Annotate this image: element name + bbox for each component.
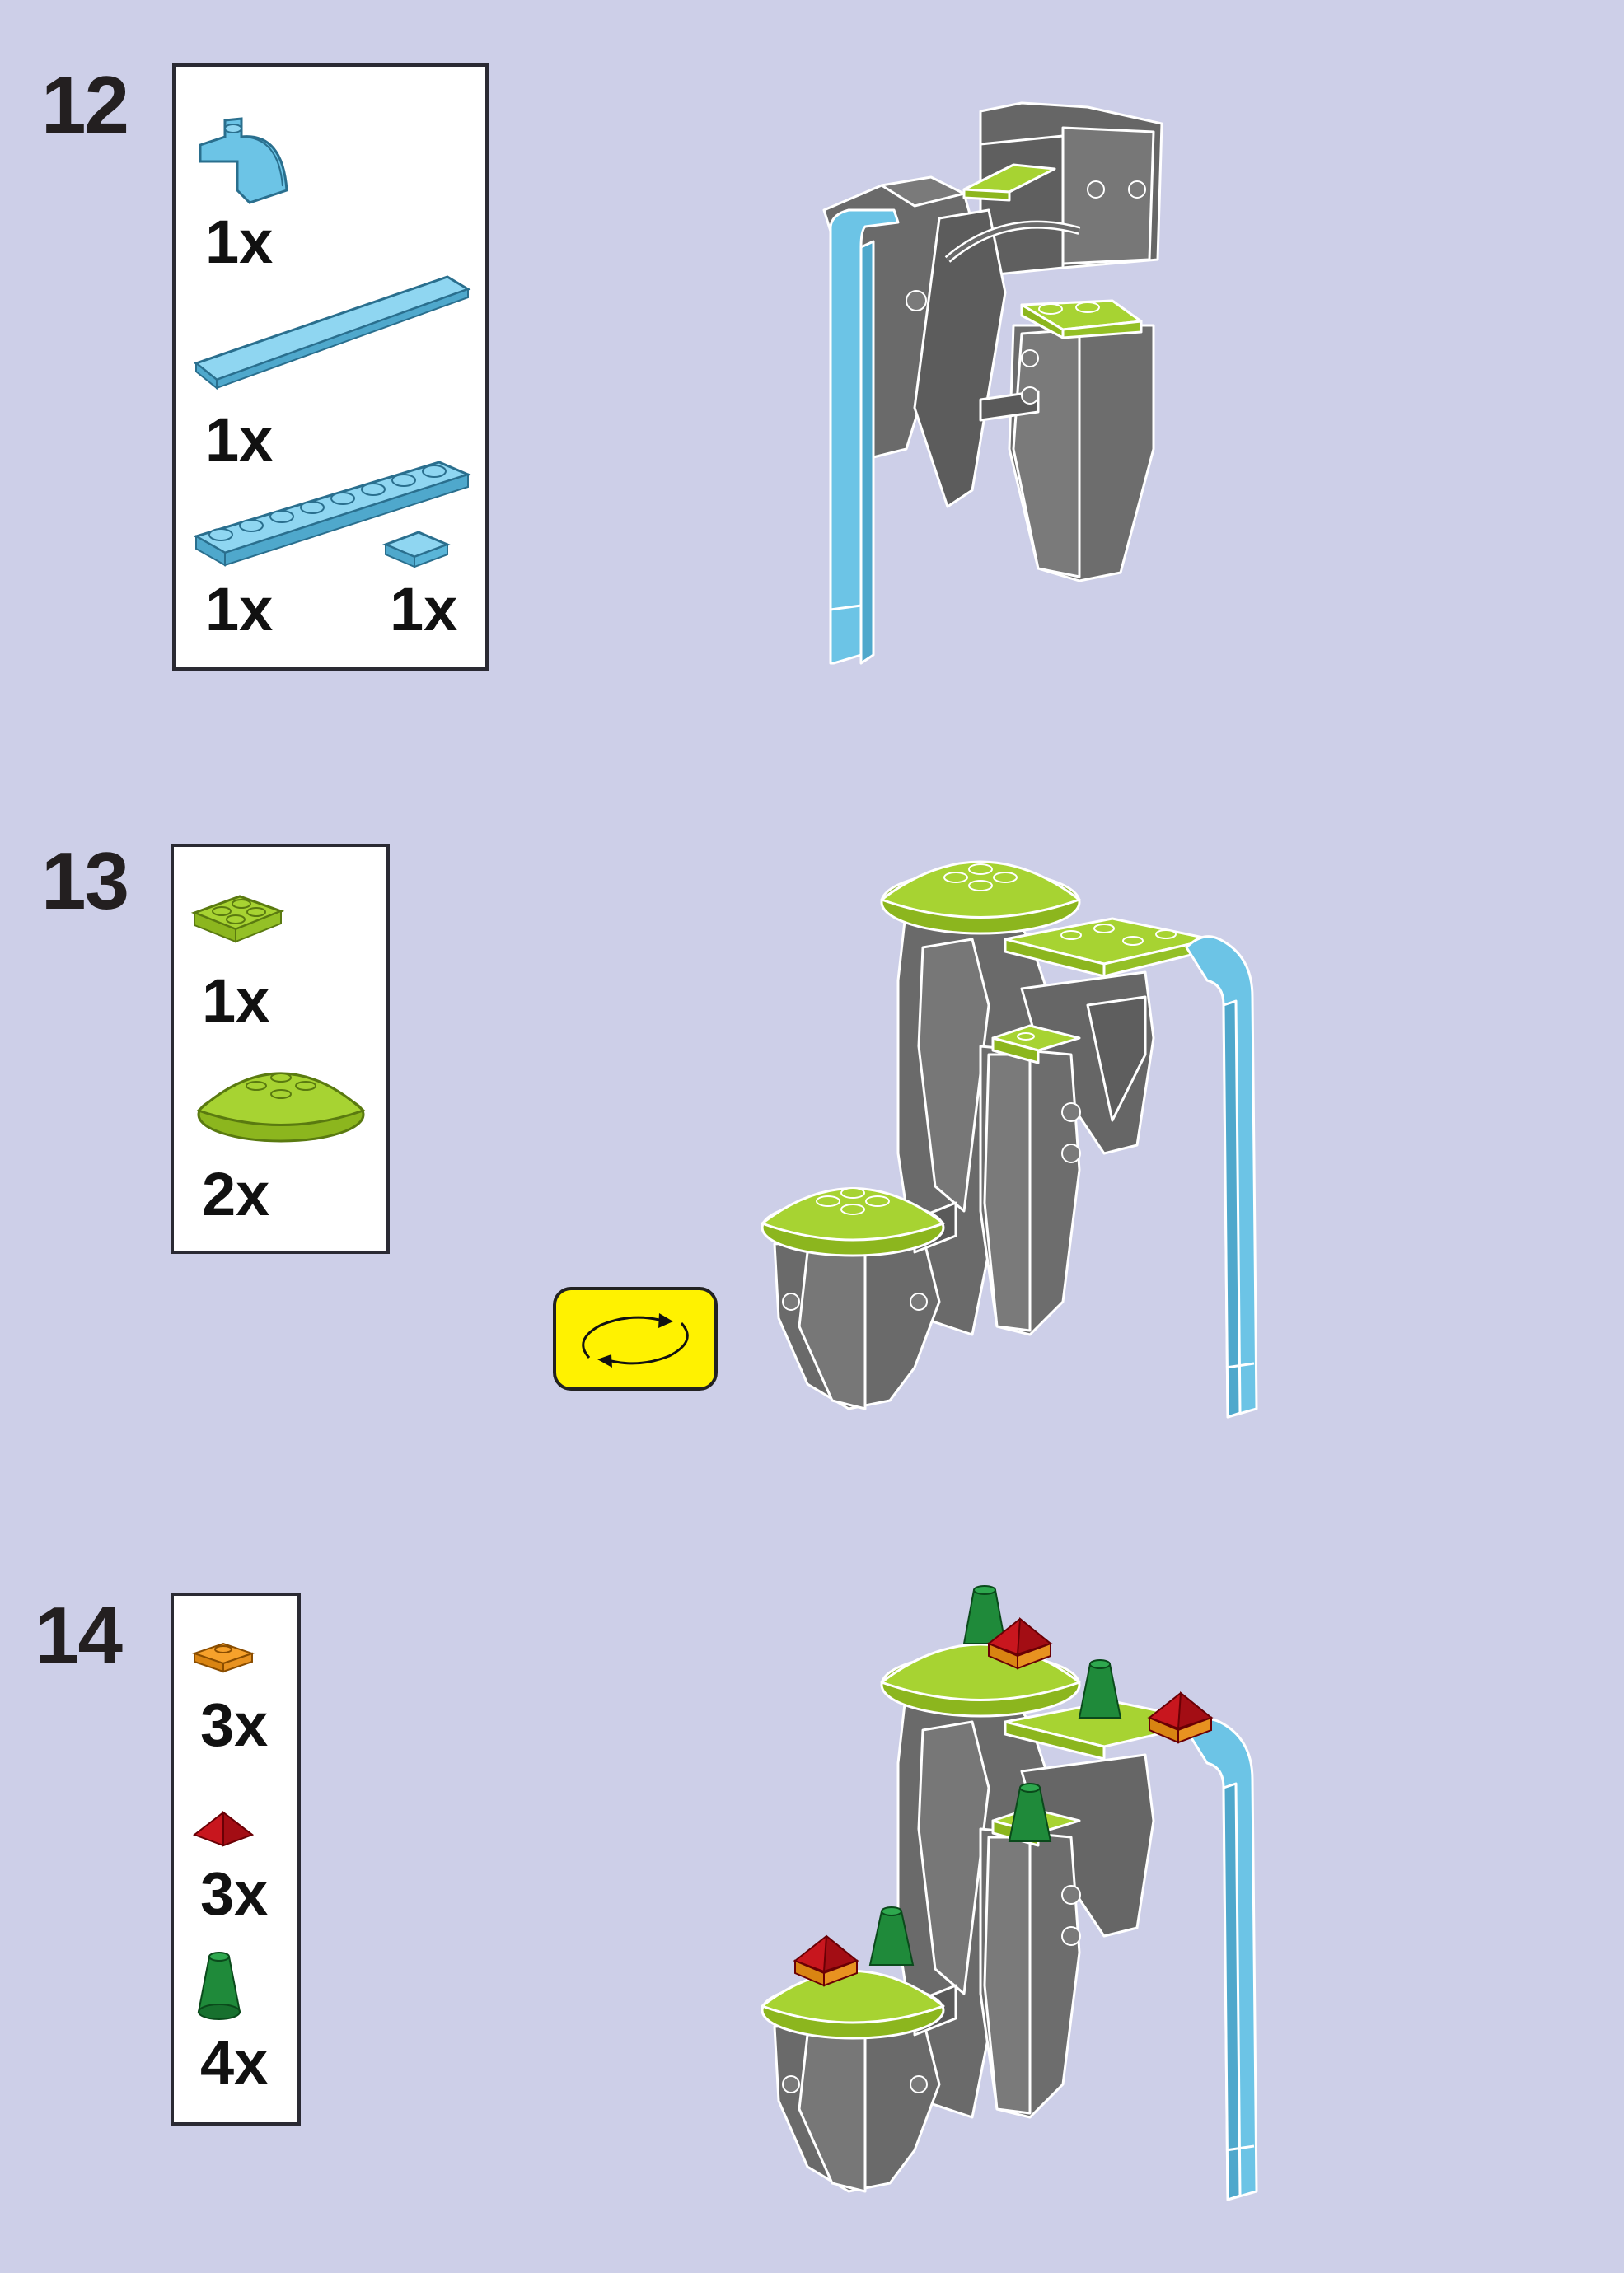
model-step-13 xyxy=(761,860,1258,1419)
rotate-model-button[interactable] xyxy=(553,1287,718,1391)
parts-list-step-14: 3x 3x 4x xyxy=(171,1593,301,2126)
parts-list-step-13: 1x 2x xyxy=(171,844,390,1254)
parts-list-step-12: 1x 1x 1x xyxy=(172,63,489,671)
qty-azure-small-tile: 1x xyxy=(390,575,458,643)
step-number-14: 14 xyxy=(35,1590,123,1681)
model-step-12 xyxy=(822,101,1163,665)
qty-orange-round-plate: 3x xyxy=(200,1691,269,1759)
step-number-13: 13 xyxy=(41,835,129,926)
qty-azure-long-plate: 1x xyxy=(205,575,274,643)
step-number-12: 12 xyxy=(41,59,129,150)
qty-azure-curved-slope: 1x xyxy=(205,208,274,276)
qty-azure-long-tile: 1x xyxy=(205,405,274,474)
qty-lime-plate-2x2: 1x xyxy=(202,966,270,1035)
qty-lime-round-dish: 2x xyxy=(202,1160,270,1228)
azure-small-tile-icon xyxy=(381,531,452,568)
azure-curved-slope-icon xyxy=(199,117,288,204)
orange-round-plate-icon xyxy=(191,1642,255,1673)
azure-long-tile-icon xyxy=(193,275,471,391)
red-slope-icon xyxy=(192,1810,255,1847)
green-cone-icon xyxy=(197,1952,241,2020)
azure-long-plate-icon xyxy=(193,461,472,567)
rotate-model-icon xyxy=(582,1313,689,1368)
qty-red-slope: 3x xyxy=(200,1859,269,1928)
qty-green-cone: 4x xyxy=(200,2028,269,2097)
lime-plate-2x2-icon xyxy=(190,895,285,943)
model-step-14 xyxy=(761,1585,1258,2201)
lime-round-dish-icon xyxy=(196,1072,366,1143)
